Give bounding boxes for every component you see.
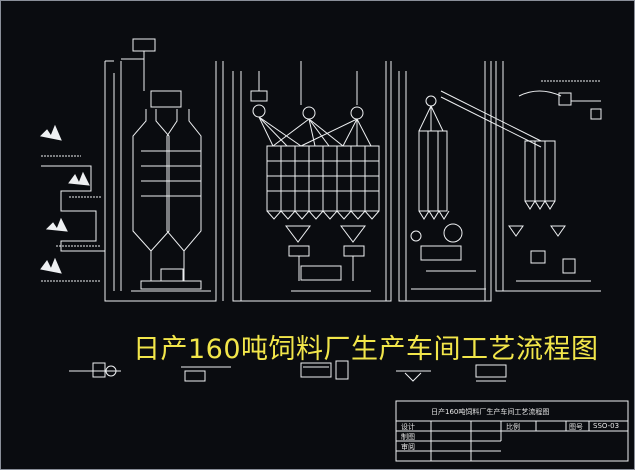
pelleting-section bbox=[398, 61, 492, 302]
title-block-design-label: 设计 bbox=[401, 423, 415, 431]
title-block-drawing-name: 日产160吨饲料厂生产车间工艺流程图 bbox=[431, 408, 550, 416]
title-block-drawing-no-value: SSO-03 bbox=[593, 422, 620, 430]
equipment-legend-row bbox=[69, 360, 507, 382]
title-block-frame bbox=[395, 400, 629, 462]
diagram-title: 日产160吨饲料厂生产车间工艺流程图 bbox=[133, 334, 599, 365]
title-block-drawing-no-label: 图号 bbox=[569, 423, 583, 431]
batching-section bbox=[232, 61, 392, 302]
title-block-drafting-label: 制图 bbox=[401, 433, 415, 441]
intake-section bbox=[39, 38, 224, 302]
title-block-scale-label: 比例 bbox=[506, 423, 520, 431]
finished-product-section bbox=[440, 61, 602, 292]
title-block-review-label: 审阅 bbox=[401, 443, 415, 451]
